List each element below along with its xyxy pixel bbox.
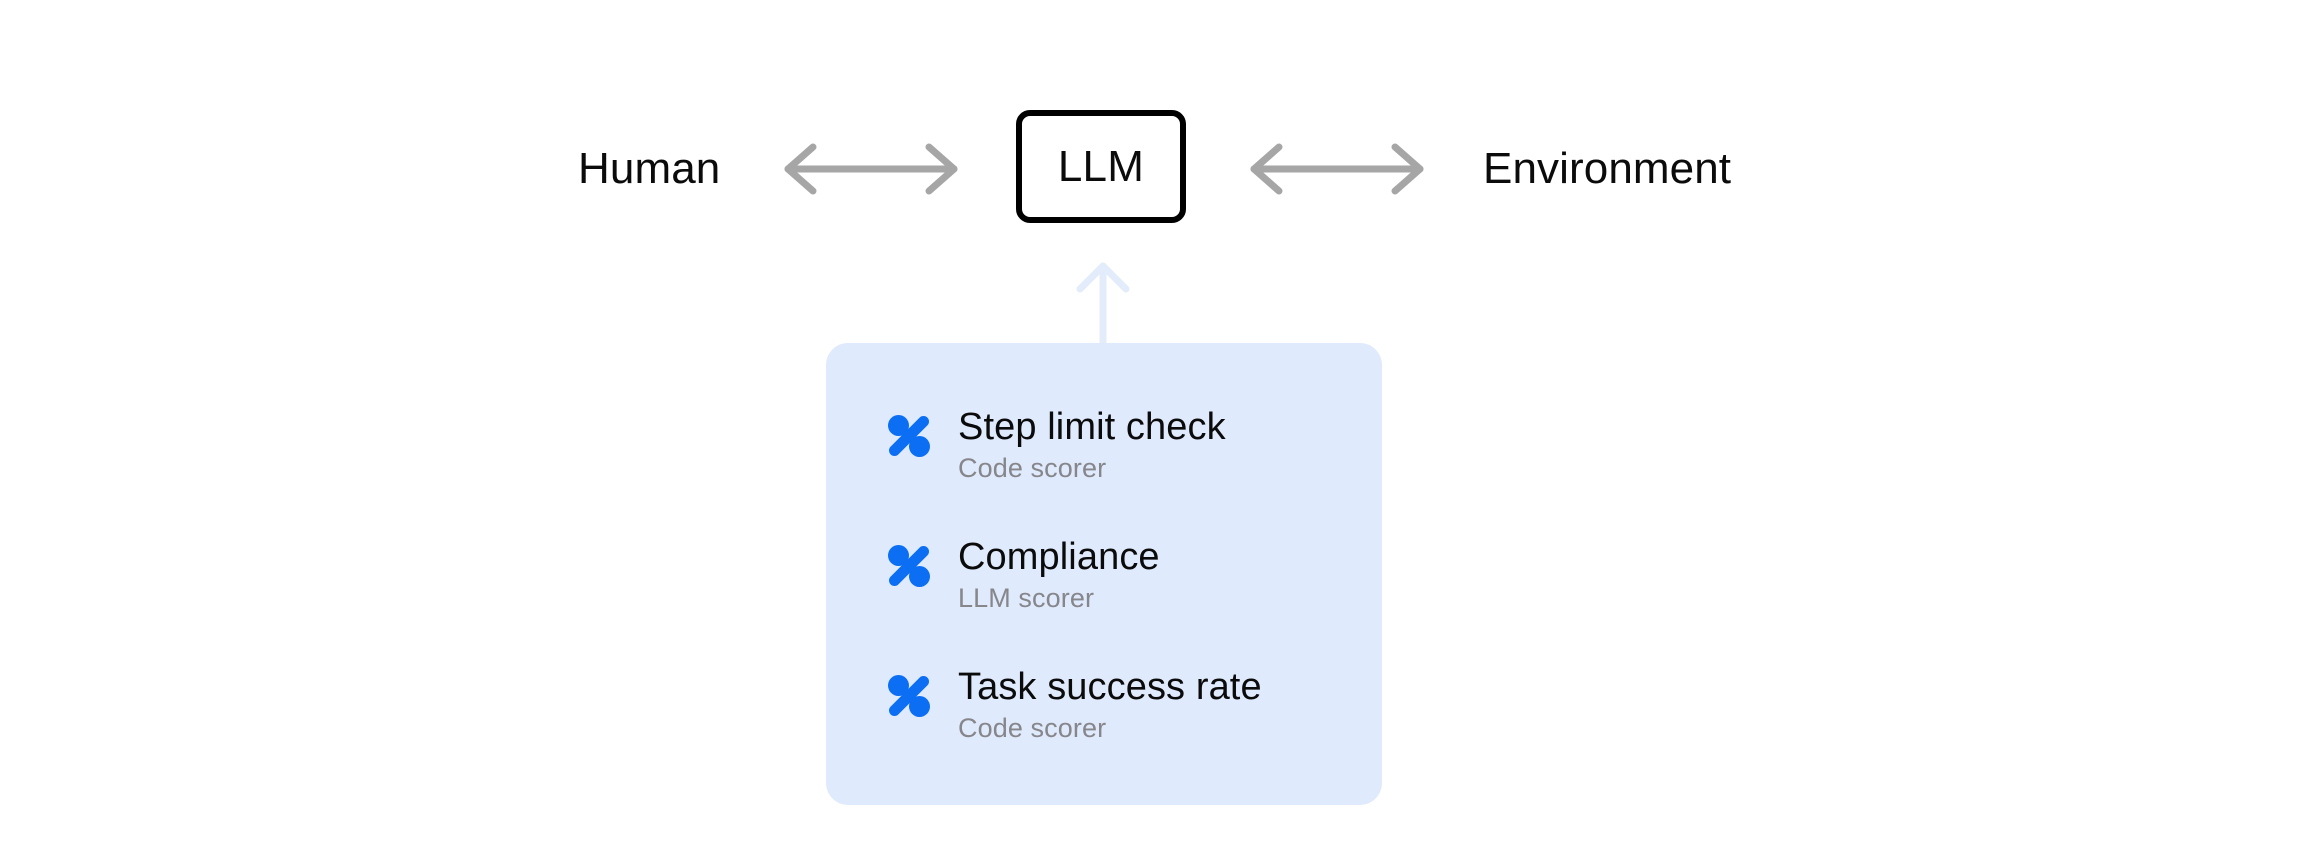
scorer-subtitle: Code scorer [958, 453, 1107, 483]
scorer-title: Task success rate [958, 666, 1262, 708]
node-label-llm: LLM [1057, 141, 1145, 191]
scorer-title: Step limit check [958, 406, 1226, 448]
percent-scorer-icon [885, 542, 933, 590]
percent-scorer-icon [885, 672, 933, 720]
scorer-subtitle: LLM scorer [958, 583, 1095, 613]
node-box-llm: LLM [1016, 110, 1186, 223]
list-item-texts: Task success rate Code scorer [958, 665, 1262, 745]
list-item[interactable]: Step limit check Code scorer [826, 405, 1382, 485]
list-item-texts: Compliance LLM scorer [958, 535, 1160, 615]
list-item[interactable]: Compliance LLM scorer [826, 535, 1382, 615]
scorer-subtitle: Code scorer [958, 713, 1107, 743]
list-item-texts: Step limit check Code scorer [958, 405, 1226, 485]
scorer-list: Step limit check Code scorer Compliance … [826, 405, 1382, 745]
scorer-panel: Step limit check Code scorer Compliance … [826, 343, 1382, 805]
double-headed-arrow-icon-llm-environment [1246, 140, 1428, 198]
percent-scorer-icon [885, 412, 933, 460]
scorer-title: Compliance [958, 536, 1160, 578]
node-label-environment: Environment [1483, 144, 1732, 193]
up-arrow-icon-scorers-llm [1073, 258, 1133, 354]
node-label-human: Human [578, 144, 721, 193]
double-headed-arrow-icon-human-llm [780, 140, 962, 198]
list-item[interactable]: Task success rate Code scorer [826, 665, 1382, 745]
